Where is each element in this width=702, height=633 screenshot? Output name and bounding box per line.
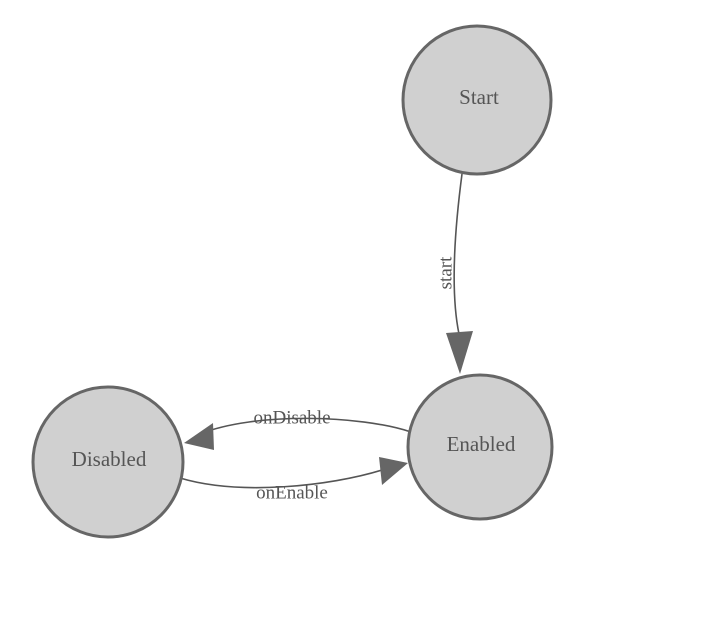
node-start[interactable]: Start [401,24,553,176]
node-disabled-label: Disabled [72,447,147,471]
edge-disabled-to-enabled[interactable]: onEnable [179,457,408,503]
edge-label-start: start [435,256,456,289]
edge-disabled-to-enabled-path [179,469,383,489]
edge-enabled-to-disabled-arrowhead [184,423,214,450]
edge-label-ondisable: onDisable [253,407,330,428]
edge-enabled-to-disabled[interactable]: onDisable [184,407,412,450]
node-disabled[interactable]: Disabled [31,385,185,539]
edge-start-to-enabled-arrowhead [446,331,473,374]
node-enabled-circle [406,373,554,521]
edge-start-to-enabled-path [453,173,463,335]
edge-disabled-to-enabled-arrowhead [379,457,408,485]
node-disabled-circle [31,385,185,539]
node-start-label: Start [459,85,499,109]
node-start-circle [401,24,553,176]
node-enabled[interactable]: Enabled [406,373,554,521]
node-enabled-label: Enabled [447,432,516,456]
edge-start-to-enabled[interactable]: start [435,173,473,374]
edge-enabled-to-disabled-path [199,417,412,435]
edge-label-onenable: onEnable [256,482,328,503]
